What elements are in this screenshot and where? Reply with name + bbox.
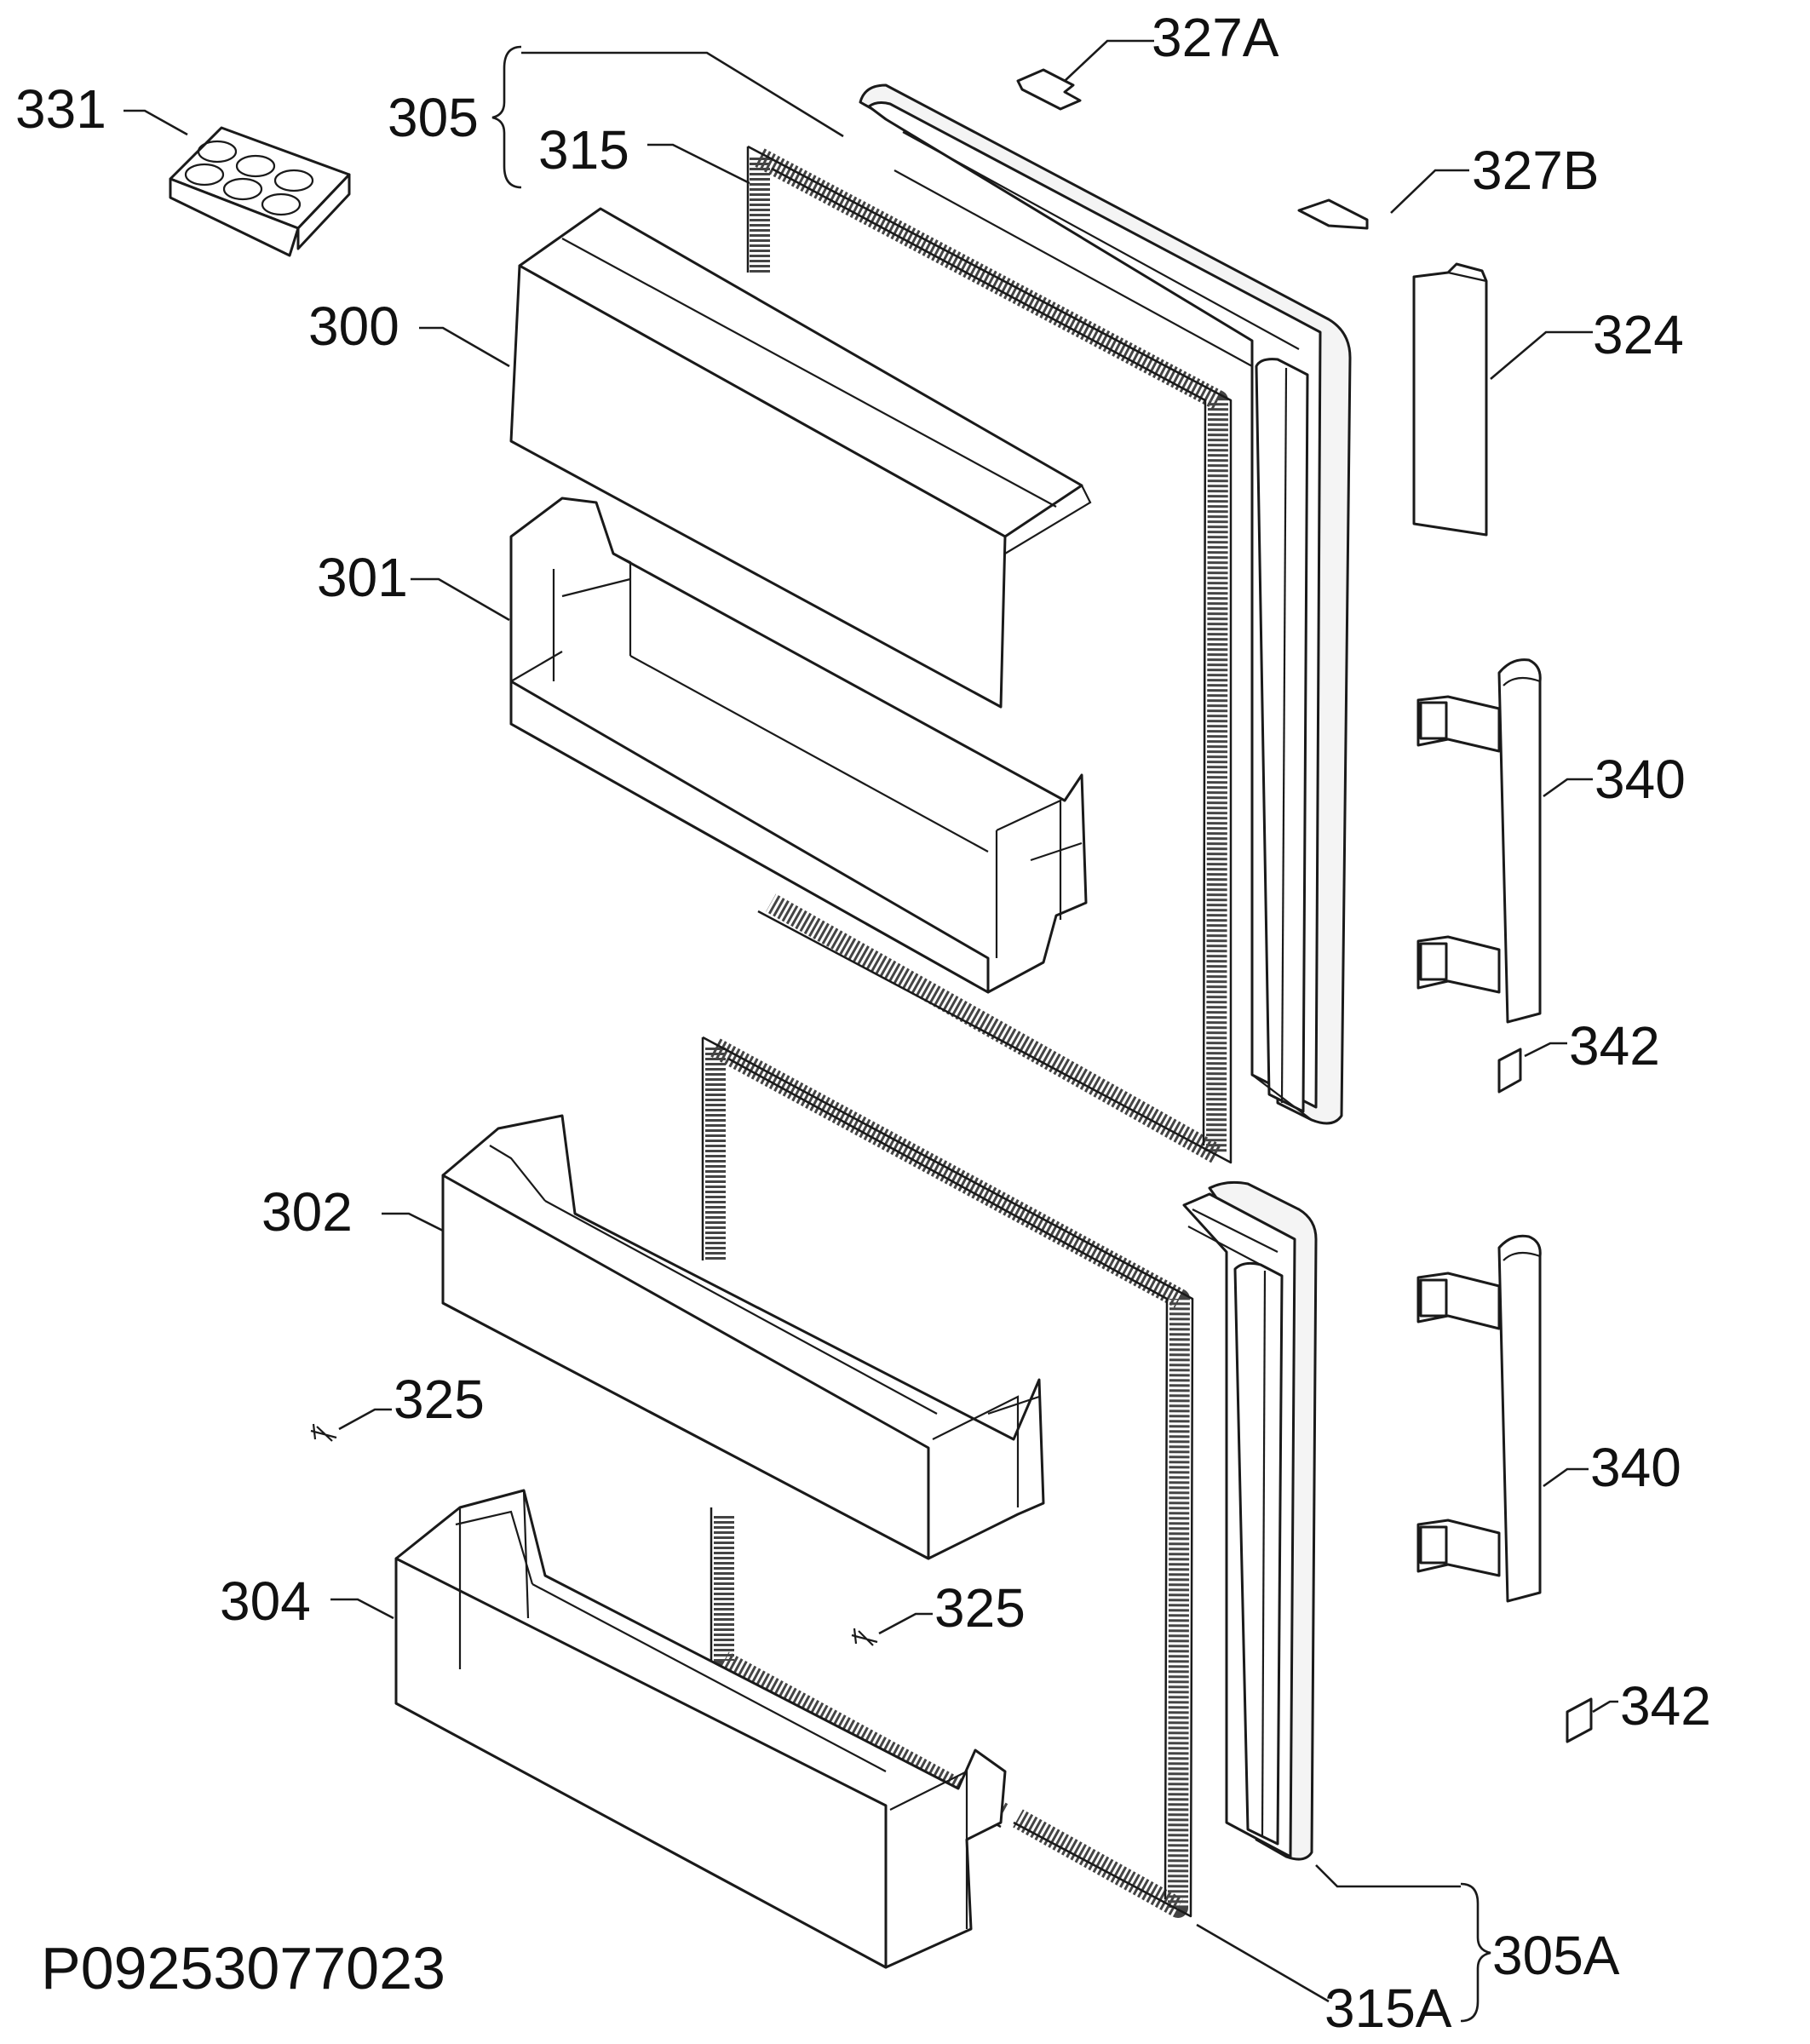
label-324: 324 [1593, 304, 1684, 365]
leader-300 [419, 326, 510, 368]
label-301: 301 [317, 547, 408, 608]
leader-342-bottom [1592, 1700, 1618, 1714]
label-342-top: 342 [1569, 1015, 1660, 1077]
label-302: 302 [261, 1181, 353, 1243]
part-302-middle-bin [441, 1114, 1045, 1560]
part-327B-clip [1297, 198, 1369, 230]
label-325-right: 325 [934, 1577, 1026, 1639]
leader-325-left [338, 1408, 392, 1431]
leader-327B [1390, 169, 1469, 214]
leader-302 [382, 1212, 444, 1232]
leader-301 [411, 577, 510, 622]
label-340-bottom: 340 [1590, 1437, 1681, 1498]
label-331: 331 [15, 78, 106, 140]
label-327B: 327B [1472, 140, 1599, 201]
label-305A: 305A [1492, 1925, 1620, 1986]
lower-door-frame [1182, 1180, 1318, 1861]
label-315A: 315A [1324, 1978, 1452, 2039]
label-305: 305 [388, 87, 479, 148]
leader-340-bottom [1543, 1467, 1589, 1488]
leader-340-top [1543, 778, 1593, 798]
part-304-lower-bin [394, 1489, 1007, 1969]
part-301-upper-bin [509, 497, 1088, 994]
drawing-code: P09253077023 [41, 1935, 445, 2001]
part-325-left-screw [310, 1423, 337, 1442]
label-340-top: 340 [1595, 749, 1686, 810]
leader-325-right [878, 1612, 933, 1635]
part-325-right-screw [851, 1628, 878, 1646]
leader-305 [521, 51, 844, 138]
leader-315A [1196, 1923, 1330, 2003]
leader-305A [1315, 1864, 1461, 1888]
part-315-upper-gasket [746, 145, 1233, 1164]
leader-342-top [1524, 1042, 1567, 1058]
part-327A-clip [1016, 68, 1082, 111]
leader-327A [1064, 39, 1154, 82]
label-300: 300 [308, 296, 399, 357]
leader-304 [330, 1598, 394, 1620]
label-327A: 327A [1152, 7, 1279, 68]
label-325-left: 325 [394, 1369, 485, 1430]
upper-door-frame [859, 83, 1352, 1125]
part-340-top-handle [1416, 658, 1542, 1024]
part-340-bottom-handle [1416, 1234, 1542, 1603]
label-315: 315 [538, 119, 629, 181]
leader-331 [124, 109, 188, 136]
part-331-egg-tray [169, 126, 351, 257]
brace-305A [1460, 1882, 1491, 2023]
part-324-cover [1412, 262, 1488, 537]
label-304: 304 [220, 1570, 311, 1632]
part-342-bottom-clip [1566, 1697, 1593, 1743]
leader-324 [1490, 330, 1593, 380]
part-342-top-clip [1497, 1048, 1522, 1094]
label-342-bottom: 342 [1620, 1675, 1711, 1737]
brace-305 [491, 45, 522, 189]
leader-315 [647, 143, 750, 185]
part-300-shelf-cover [509, 207, 1092, 709]
